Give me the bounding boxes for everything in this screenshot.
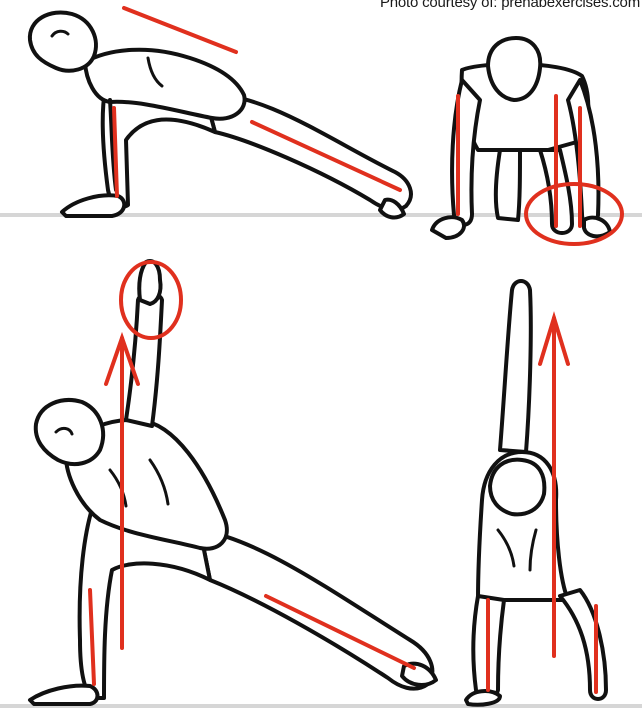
figure-lunge-fold-icon: [30, 12, 411, 217]
photo-credit: Photo courtesy of: prehabexercises.com: [380, 0, 640, 11]
